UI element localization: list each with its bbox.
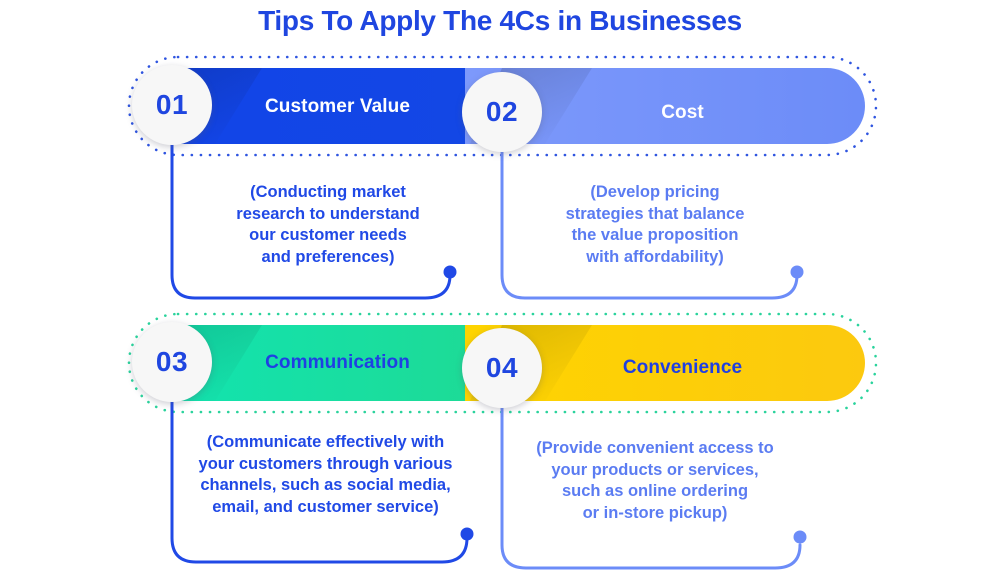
step-number-badge-04[interactable]: 04 (462, 328, 542, 408)
connector-03 (170, 361, 474, 564)
connector-02 (500, 110, 804, 300)
step-number-badge-01[interactable]: 01 (132, 65, 212, 145)
step-description-02: (Develop pricing strategies that balance… (565, 183, 745, 266)
step-number-badge-02[interactable]: 02 (462, 72, 542, 152)
connector-04 (500, 366, 807, 570)
step-number-badge-03[interactable]: 03 (132, 322, 212, 402)
step-number-03: 03 (155, 346, 189, 377)
step-label-convenience: Convenience (622, 357, 743, 378)
step-label-communication: Communication (265, 352, 410, 373)
step-number-01: 01 (155, 89, 189, 120)
step-description-01: (Conducting market research to understan… (236, 183, 420, 266)
connector-01 (170, 104, 457, 300)
step-number-02: 02 (485, 96, 519, 127)
step-label-cost: Cost (661, 102, 704, 123)
page-title: Tips To Apply The 4Cs in Businesses (258, 5, 742, 36)
step-label-customer-value: Customer Value (264, 96, 410, 117)
step-description-04: (Provide convenient access to your produ… (536, 439, 774, 522)
step-description-03: (Communicate effectively with your custo… (198, 433, 453, 516)
step-number-04: 04 (485, 352, 519, 383)
